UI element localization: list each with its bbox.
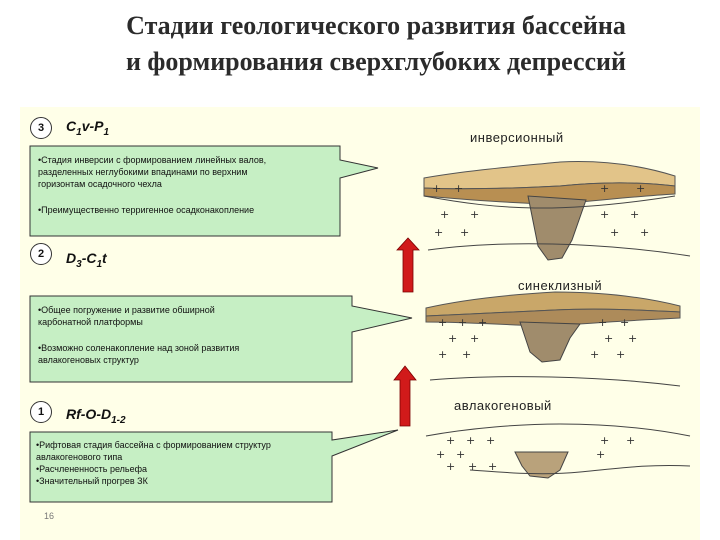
svg-text:+: + — [456, 448, 465, 461]
callout-stage-2 — [29, 295, 413, 383]
svg-text:+: + — [454, 182, 463, 195]
svg-text:+: + — [598, 316, 607, 329]
svg-text:+: + — [438, 348, 447, 361]
stage-3-label: C1v-P1 — [66, 118, 110, 138]
title-line-2: и формирования сверхглубоких депрессий — [125, 47, 627, 76]
profile-label-syneclise: синеклизный — [518, 278, 603, 293]
svg-text:+: + — [478, 316, 487, 329]
title-line-1: Стадии геологического развития бассейна — [126, 11, 626, 40]
svg-text:+: + — [458, 316, 467, 329]
stage-3-text: •Стадия инверсии с формированием линейны… — [38, 155, 267, 215]
svg-text:+: + — [460, 226, 469, 239]
stage-1-number: 1 — [30, 401, 52, 423]
svg-text:+: + — [600, 434, 609, 447]
svg-text:+: + — [438, 316, 447, 329]
svg-text:+: + — [468, 460, 477, 473]
svg-text:+: + — [436, 448, 445, 461]
stage-2-label: D3-C1t — [66, 250, 107, 270]
stage-2-number: 2 — [30, 243, 52, 265]
profile-syneclise — [425, 291, 681, 387]
profile-label-aulacogen: авлакогеновый — [454, 398, 552, 413]
svg-text:+: + — [446, 434, 455, 447]
svg-text:+: + — [610, 226, 619, 239]
page-number: 16 — [44, 511, 55, 521]
svg-text:+: + — [470, 208, 479, 221]
svg-text:+: + — [630, 208, 639, 221]
callout-stage-3 — [29, 145, 379, 237]
slide-title: Стадии геологического развития бассейна … — [56, 8, 696, 80]
profile-label-inversion: инверсионный — [470, 130, 564, 145]
stage-3-number: 3 — [30, 117, 52, 139]
svg-text:+: + — [448, 332, 457, 345]
svg-text:+: + — [446, 460, 455, 473]
callout-stage-1 — [29, 429, 399, 503]
svg-text:+: + — [462, 348, 471, 361]
svg-text:+: + — [616, 348, 625, 361]
svg-text:+: + — [636, 182, 645, 195]
svg-text:+: + — [486, 434, 495, 447]
svg-text:+: + — [600, 182, 609, 195]
svg-text:+: + — [596, 448, 605, 461]
svg-text:+: + — [432, 182, 441, 195]
svg-text:+: + — [466, 434, 475, 447]
svg-text:+: + — [470, 332, 479, 345]
svg-text:+: + — [620, 316, 629, 329]
svg-text:+: + — [628, 332, 637, 345]
svg-text:+: + — [434, 226, 443, 239]
svg-text:+: + — [640, 226, 649, 239]
svg-text:+: + — [440, 208, 449, 221]
arrow-up-lower — [393, 365, 417, 427]
svg-text:+: + — [590, 348, 599, 361]
profile-inversion — [423, 161, 691, 261]
svg-text:+: + — [626, 434, 635, 447]
svg-text:+: + — [604, 332, 613, 345]
stage-1-text: •Рифтовая стадия бассейна с формирование… — [36, 440, 271, 486]
svg-text:+: + — [488, 460, 497, 473]
stage-2-text: •Общее погружение и развитие обширной ка… — [38, 305, 240, 365]
svg-text:+: + — [600, 208, 609, 221]
profile-aulacogen — [425, 423, 691, 479]
stage-1-label: Rf-O-D1-2 — [66, 406, 126, 426]
arrow-up-upper — [396, 237, 420, 293]
basement-plus-signs: ++++ ++++ ++++ +++++ ++++ ++++ +++++ +++… — [432, 182, 649, 473]
